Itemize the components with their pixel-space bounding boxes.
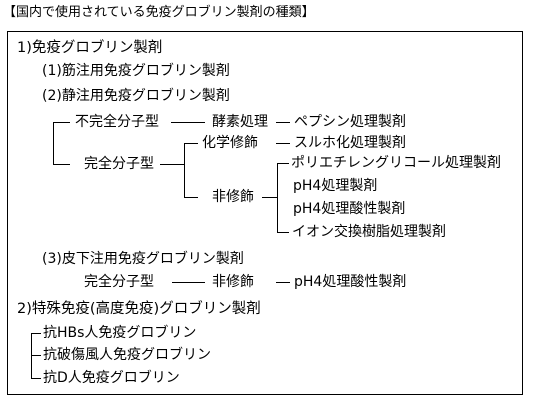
connector (262, 197, 277, 198)
tree-line (31, 378, 41, 379)
connector (276, 143, 290, 144)
chemical-modification: 化学修飾 (202, 135, 258, 151)
section1-heading: 1)免疫グロブリン製剤 (17, 40, 163, 56)
connector (172, 282, 205, 283)
connector (276, 122, 290, 123)
section2-heading: 2)特殊免疫(高度免疫)グロブリン製剤 (17, 301, 261, 317)
ion-exchange-preparation: イオン交換樹脂処理製剤 (292, 224, 446, 240)
anti-tetanus-immunoglobulin: 抗破傷風人免疫グロブリン (43, 347, 211, 363)
sulfonation-preparation: スルホ化処理製剤 (294, 135, 406, 151)
tree-line (53, 122, 70, 123)
sc-ph4-acidic-preparation: pH4処理酸性製剤 (294, 274, 407, 290)
tree-line-iv (53, 122, 54, 164)
tree-line (277, 232, 289, 233)
im-preparation: (1)筋注用免疫グロブリン製剤 (42, 63, 230, 79)
page-title: 【国内で使用されている免疫グロブリン製剤の種類】 (3, 5, 315, 20)
complete-type: 完全分子型 (84, 156, 154, 172)
sc-preparation: (3)皮下注用免疫グロブリン製剤 (42, 251, 244, 267)
connector (171, 122, 205, 123)
iv-preparation: (2)静注用免疫グロブリン製剤 (42, 88, 230, 104)
tree-line (31, 333, 41, 334)
sc-unmodified: 非修飾 (212, 274, 254, 290)
tree-line (31, 355, 41, 356)
peg-preparation: ポリエチレングリコール処理製剤 (291, 155, 501, 171)
tree-line-complete (184, 143, 185, 197)
enzyme-treatment: 酵素処理 (212, 114, 268, 130)
unmodified: 非修飾 (212, 189, 254, 205)
connector (276, 282, 290, 283)
incomplete-type: 不完全分子型 (75, 114, 159, 130)
tree-line (277, 163, 289, 164)
sc-complete-type: 完全分子型 (84, 274, 154, 290)
ph4-acidic-preparation: pH4処理酸性製剤 (293, 201, 406, 217)
anti-hbs-immunoglobulin: 抗HBs人免疫グロブリン (43, 325, 197, 341)
ph4-preparation: pH4処理製剤 (293, 178, 378, 194)
anti-d-immunoglobulin: 抗D人免疫グロブリン (43, 370, 180, 386)
connector (160, 164, 184, 165)
tree-line (184, 197, 198, 198)
content-box (7, 31, 523, 395)
tree-line-unmodified (277, 163, 278, 232)
pepsin-preparation: ペプシン処理製剤 (294, 114, 406, 130)
tree-line (184, 143, 198, 144)
tree-line (53, 164, 70, 165)
